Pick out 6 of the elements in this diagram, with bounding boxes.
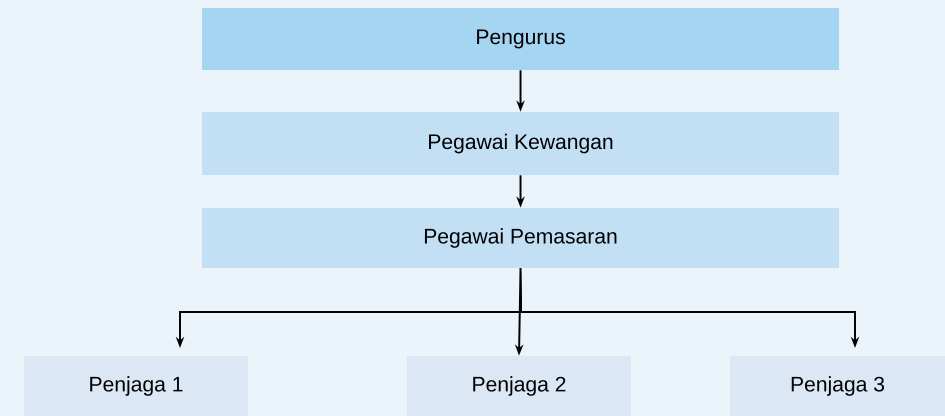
role-box: Pegawai Pemasaran	[202, 208, 840, 268]
role-box: Penjaga 2	[407, 356, 631, 416]
role-box: Pegawai Kewangan	[202, 112, 840, 175]
role-box: Penjaga 1	[24, 356, 248, 416]
role-box: Pengurus	[202, 8, 840, 70]
role-box: Penjaga 3	[730, 356, 945, 416]
